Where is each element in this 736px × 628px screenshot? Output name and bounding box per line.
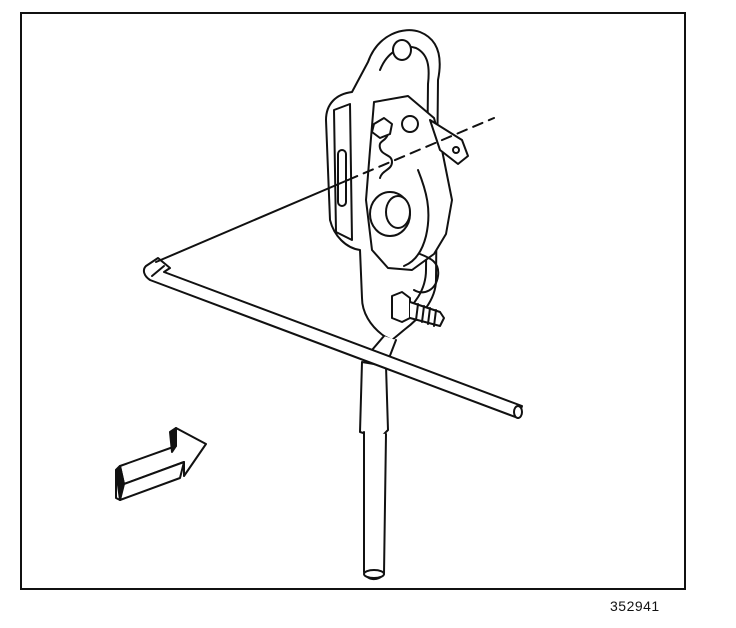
tool-rod-dashed-extension: [347, 117, 495, 181]
mounting-hole-top: [392, 39, 412, 61]
latch-cog: [371, 117, 393, 139]
release-lever-hole: [452, 146, 460, 154]
figure-frame: [20, 12, 686, 590]
release-rod-sleeve: [359, 361, 389, 439]
tool-rod-body: [142, 257, 523, 419]
mechanism-pivot-hole: [401, 115, 419, 133]
figure-number: 352941: [610, 598, 660, 614]
latch-assembly: [325, 29, 469, 341]
release-rod: [359, 335, 397, 580]
latch-slot: [337, 149, 347, 207]
tool-rod-inner-line: [151, 265, 165, 277]
release-rod-end: [363, 569, 385, 579]
tool-rod: [142, 117, 523, 419]
tool-rod-tip: [513, 405, 523, 419]
mounting-bolt: [391, 291, 445, 327]
release-rod-lower: [363, 431, 387, 580]
latch-bumper-face: [385, 195, 411, 229]
latch-cable-wire: [403, 169, 430, 267]
tool-rod-centerline: [155, 179, 349, 263]
direction-arrow-icon: [115, 427, 207, 501]
latch-lower-hook: [413, 253, 440, 294]
